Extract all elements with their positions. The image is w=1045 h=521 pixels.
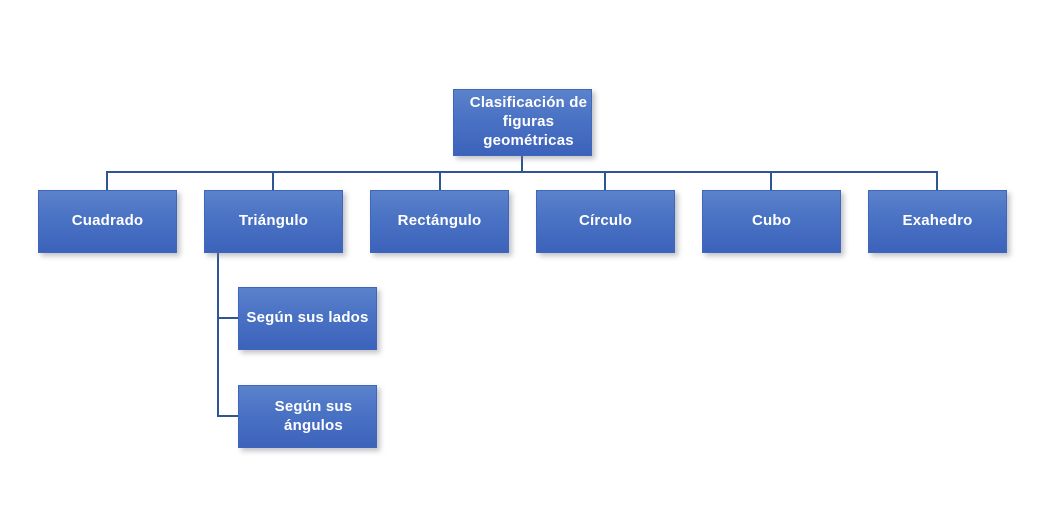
node-segun-sus-lados-label: Según sus lados bbox=[246, 309, 369, 327]
node-cuadrado-label: Cuadrado bbox=[71, 212, 144, 230]
connector-stub-rectangulo bbox=[439, 171, 441, 191]
connector-branch-lados bbox=[217, 317, 239, 319]
connector-level1-bus bbox=[107, 171, 938, 173]
node-root-line3: geométricas bbox=[483, 131, 574, 149]
node-segun-sus-angulos-line1: Según sus bbox=[274, 397, 353, 415]
node-circulo[interactable]: Círculo bbox=[536, 190, 675, 253]
connector-stub-triangulo bbox=[272, 171, 274, 191]
connector-branch-angulos bbox=[217, 415, 239, 417]
node-exahedro[interactable]: Exahedro bbox=[868, 190, 1007, 253]
node-rectangulo-label: Rectángulo bbox=[397, 212, 482, 230]
node-cubo-label: Cubo bbox=[751, 212, 792, 230]
connector-stub-exahedro bbox=[936, 171, 938, 191]
node-cubo[interactable]: Cubo bbox=[702, 190, 841, 253]
node-segun-sus-angulos-line2: ángulos bbox=[284, 416, 343, 434]
node-circulo-label: Círculo bbox=[578, 212, 633, 230]
node-root-line1: Clasificación de bbox=[469, 94, 588, 112]
node-rectangulo[interactable]: Rectángulo bbox=[370, 190, 509, 253]
node-cuadrado[interactable]: Cuadrado bbox=[38, 190, 177, 253]
node-root-line2: figuras bbox=[502, 113, 555, 131]
node-triangulo[interactable]: Triángulo bbox=[204, 190, 343, 253]
connector-stub-cuadrado bbox=[106, 171, 108, 191]
connector-stub-circulo bbox=[604, 171, 606, 191]
node-segun-sus-lados[interactable]: Según sus lados bbox=[238, 287, 377, 350]
connector-triangulo-spine bbox=[217, 253, 219, 417]
connector-root-stem bbox=[521, 156, 523, 173]
connector-stub-cubo bbox=[770, 171, 772, 191]
node-exahedro-label: Exahedro bbox=[902, 212, 973, 230]
node-triangulo-label: Triángulo bbox=[238, 212, 309, 230]
